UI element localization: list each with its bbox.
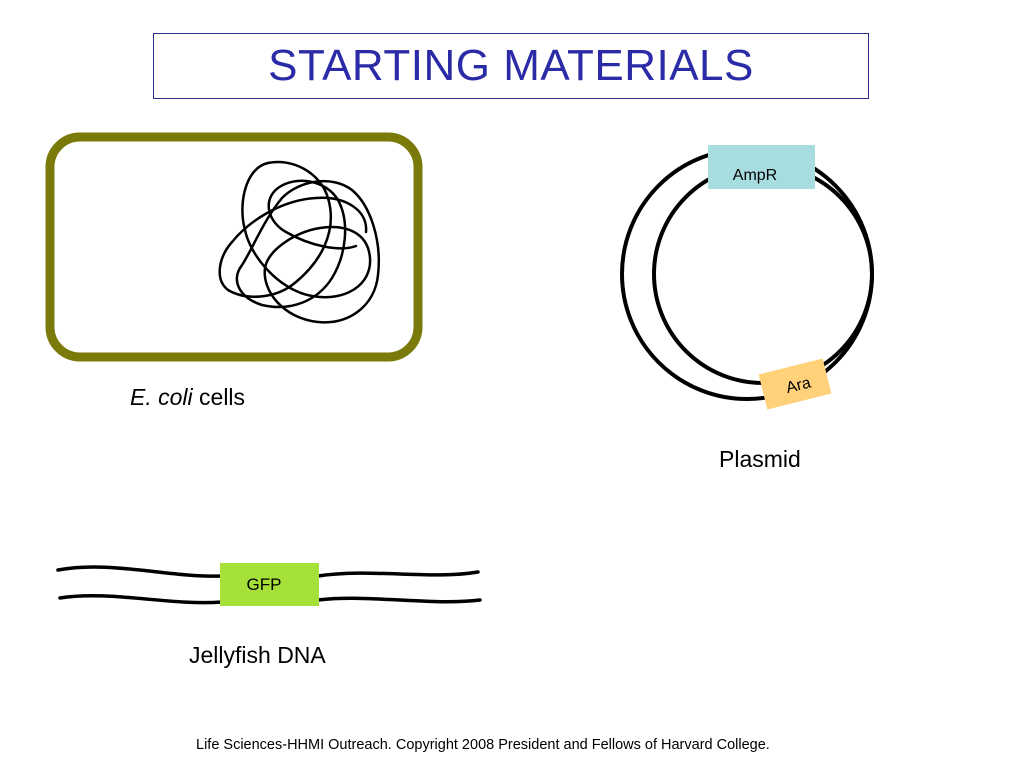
ara-gene-box (758, 358, 832, 410)
ampr-gene-box (708, 145, 815, 189)
ara-label: Ara (784, 374, 812, 397)
gfp-gene-box (220, 563, 319, 606)
copyright-footer: Life Sciences-HHMI Outreach. Copyright 2… (196, 737, 770, 753)
title-box: STARTING MATERIALS (153, 33, 869, 99)
jellyfish-dna-strand-top (56, 565, 480, 578)
ara-gene: Ara (758, 358, 832, 410)
ecoli-cell (45, 132, 423, 362)
plasmid-inner-strand (652, 163, 874, 385)
jellyfish-dna-strand-bottom (58, 594, 482, 605)
ecoli-label: E. coli cells (130, 384, 245, 411)
ecoli-label-italic: E. coli (130, 384, 193, 410)
ampr-label: AmpR (733, 167, 777, 184)
ecoli-chromosome (218, 160, 380, 324)
jellyfish-dna-label: Jellyfish DNA (189, 642, 326, 668)
page-title: STARTING MATERIALS (268, 41, 754, 90)
plasmid-label: Plasmid (719, 446, 801, 472)
gfp-label: GFP (247, 575, 282, 594)
ecoli-label-text: cells (192, 384, 246, 410)
